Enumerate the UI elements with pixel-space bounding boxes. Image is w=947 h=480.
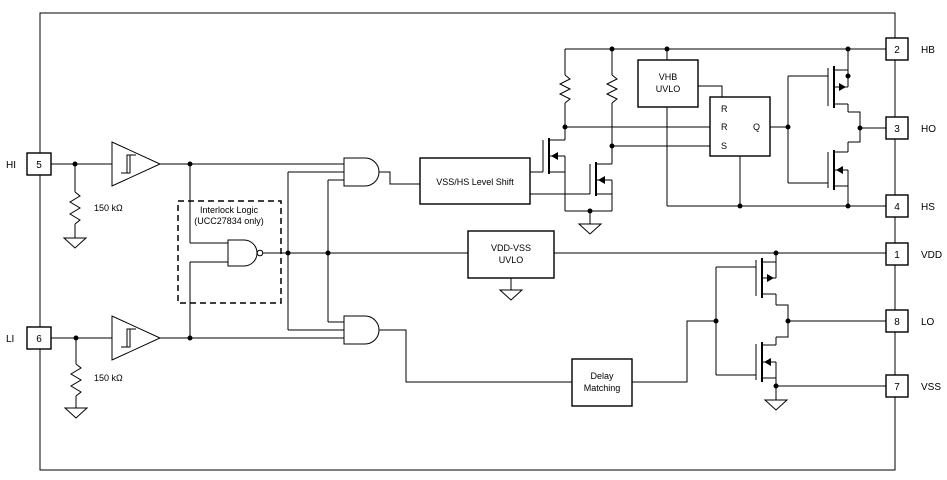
interlock-logic-subtitle: (UCC27834 only) bbox=[194, 216, 264, 226]
high-side-and-gate bbox=[343, 157, 380, 187]
li-schmitt-buffer bbox=[111, 315, 162, 361]
pin-hi-number: 5 bbox=[36, 160, 42, 171]
pin-ho-number: 3 bbox=[894, 124, 900, 135]
vdd-uvlo-label-line1: VDD-VSS bbox=[491, 243, 531, 253]
pullup-resistor-left bbox=[558, 74, 572, 104]
level-shift-block bbox=[419, 157, 531, 205]
pin-vdd-number: 1 bbox=[894, 250, 900, 261]
pin-hs-name: HS bbox=[921, 202, 935, 213]
li-pulldown-resistor-label: 150 kΩ bbox=[94, 373, 123, 383]
pin-ho-name: HO bbox=[921, 124, 936, 135]
vhb-uvlo-block bbox=[637, 59, 699, 108]
level-shift-nmos-left bbox=[530, 138, 566, 211]
pin-li-name: LI bbox=[6, 334, 14, 345]
hi-input-path bbox=[51, 161, 112, 238]
ground-icon bbox=[62, 237, 88, 249]
pin-hb-name: HB bbox=[921, 45, 935, 56]
vdd-uvlo-block bbox=[467, 230, 555, 279]
pin-vss-name: VSS bbox=[921, 382, 941, 393]
latch-q-label: Q bbox=[753, 122, 760, 132]
latch-r2-label: R bbox=[721, 122, 728, 132]
latch-s-label: S bbox=[721, 141, 727, 151]
high-side-pmos bbox=[827, 49, 849, 112]
ground-icon bbox=[498, 289, 524, 301]
low-side-and-gate bbox=[343, 315, 380, 345]
vhb-uvlo-label-line1: VHB bbox=[659, 72, 678, 82]
vdd-uvlo-label-line2: UVLO bbox=[499, 255, 524, 265]
delay-matching-label-line1: Delay bbox=[590, 371, 614, 381]
hi-schmitt-buffer bbox=[111, 141, 162, 187]
pin-hs: 4 HS bbox=[885, 194, 935, 218]
level-shift-nmos-right bbox=[530, 155, 613, 211]
pin-hs-number: 4 bbox=[894, 202, 900, 213]
pin-lo-name: LO bbox=[921, 317, 935, 328]
high-side-nmos bbox=[827, 142, 849, 206]
pin-hb-number: 2 bbox=[894, 45, 900, 56]
pin-vdd: 1 VDD bbox=[885, 242, 942, 266]
low-side-pmos bbox=[755, 253, 777, 305]
pin-lo: 8 LO bbox=[885, 309, 935, 333]
pin-hb: 2 HB bbox=[885, 37, 935, 61]
level-shift-label: VSS/HS Level Shift bbox=[436, 177, 514, 187]
ground-icon bbox=[763, 399, 789, 411]
pin-li-number: 6 bbox=[36, 334, 42, 345]
hi-pulldown-resistor-label: 150 kΩ bbox=[94, 203, 123, 213]
pin-vdd-name: VDD bbox=[921, 250, 942, 261]
pin-vss: 7 VSS bbox=[885, 374, 941, 398]
package-outline bbox=[39, 12, 896, 471]
pin-hi: 5 HI bbox=[6, 152, 52, 176]
ground-icon bbox=[63, 407, 89, 419]
latch-r1-label: R bbox=[721, 104, 728, 114]
nand-gate bbox=[227, 239, 264, 267]
rs-latch bbox=[709, 96, 771, 157]
interlock-logic-box bbox=[177, 200, 282, 304]
low-side-nmos bbox=[755, 337, 777, 400]
pin-li: 6 LI bbox=[6, 326, 52, 350]
pin-ho: 3 HO bbox=[885, 116, 936, 140]
pin-hi-name: HI bbox=[6, 160, 16, 171]
pin-lo-number: 8 bbox=[894, 317, 900, 328]
ground-icon bbox=[577, 223, 603, 235]
delay-matching-label-line2: Matching bbox=[584, 383, 621, 393]
pullup-resistor-right bbox=[605, 74, 619, 104]
vhb-uvlo-label-line2: UVLO bbox=[656, 84, 681, 94]
interlock-logic-title: Interlock Logic bbox=[200, 205, 259, 215]
pin-vss-number: 7 bbox=[894, 382, 900, 393]
li-input-path bbox=[51, 335, 112, 408]
